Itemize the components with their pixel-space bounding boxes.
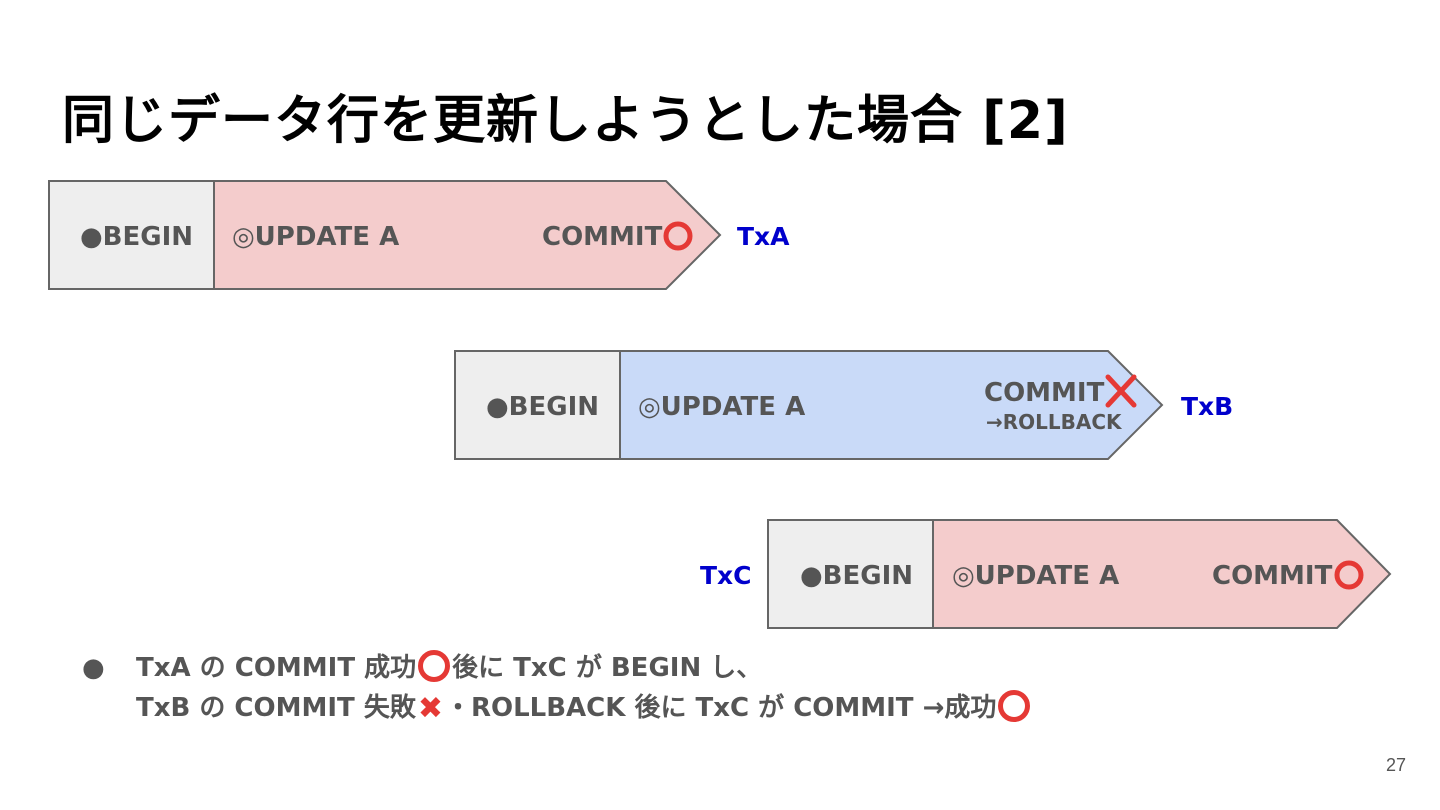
circle-ok-icon (998, 690, 1031, 722)
bullet-text: TxA の COMMIT 成功 後に TxC が BEGIN し、 TxB の C… (136, 648, 1032, 728)
cross-ng-icon: ✖ (417, 691, 443, 726)
bullet-line-1-end: 後に TxC が BEGIN し、 (452, 653, 763, 683)
tx-b-commit-label: COMMIT (984, 378, 1105, 408)
tx-c-begin-box (767, 519, 934, 629)
tx-a-begin-label: ●BEGIN (80, 222, 193, 252)
page-number: 27 (1385, 755, 1406, 775)
circle-ok-icon (1334, 560, 1364, 590)
tx-a-label: TxA (737, 222, 790, 251)
tx-a-commit-label: COMMIT (542, 222, 663, 252)
bullet-dot: ● (82, 653, 105, 683)
circle-ok-icon (663, 221, 693, 251)
bullet-line-1-start: TxA の COMMIT 成功 (136, 653, 417, 683)
tx-a-bar: ●BEGIN ◎UPDATE A COMMIT TxA (48, 180, 790, 290)
circle-ok-icon (418, 650, 451, 682)
transaction-diagram: ●BEGIN ◎UPDATE A COMMIT TxA ●BEGIN ◎UPDA… (48, 180, 1392, 629)
tx-c-update-label: ◎UPDATE A (952, 561, 1119, 591)
tx-b-begin-box (454, 350, 621, 460)
tx-a-begin-box (48, 180, 215, 290)
tx-c-begin-label: ●BEGIN (800, 561, 913, 591)
bullet-line-1: TxA の COMMIT 成功 後に TxC が BEGIN し、 (136, 648, 1032, 688)
tx-b-bar: ●BEGIN ◎UPDATE A COMMIT →ROLLBACK TxB (454, 350, 1233, 460)
bullet-line-2-end: ・ROLLBACK 後に TxC が COMMIT →成功 (444, 693, 997, 723)
tx-a-update-label: ◎UPDATE A (232, 222, 399, 252)
tx-a-update-box (213, 180, 722, 290)
tx-b-update-box (619, 350, 1164, 460)
bullet-line-2: TxB の COMMIT 失敗✖・ROLLBACK 後に TxC が COMMI… (136, 688, 1032, 728)
tx-b-begin-label: ●BEGIN (486, 392, 599, 422)
slide-title: 同じデータ行を更新しようとした場合 [2] (62, 91, 1069, 151)
tx-c-update-box (932, 519, 1392, 629)
tx-c-commit-label: COMMIT (1212, 561, 1333, 591)
tx-b-update-label: ◎UPDATE A (638, 392, 805, 422)
tx-c-bar: ●BEGIN ◎UPDATE A COMMIT TxC (700, 519, 1392, 629)
bullet-line-2-start: TxB の COMMIT 失敗 (136, 693, 416, 723)
tx-c-label: TxC (700, 561, 752, 590)
cross-ng-icon (1105, 374, 1137, 408)
tx-b-label: TxB (1181, 392, 1233, 421)
tx-b-rollback-label: →ROLLBACK (986, 410, 1123, 434)
